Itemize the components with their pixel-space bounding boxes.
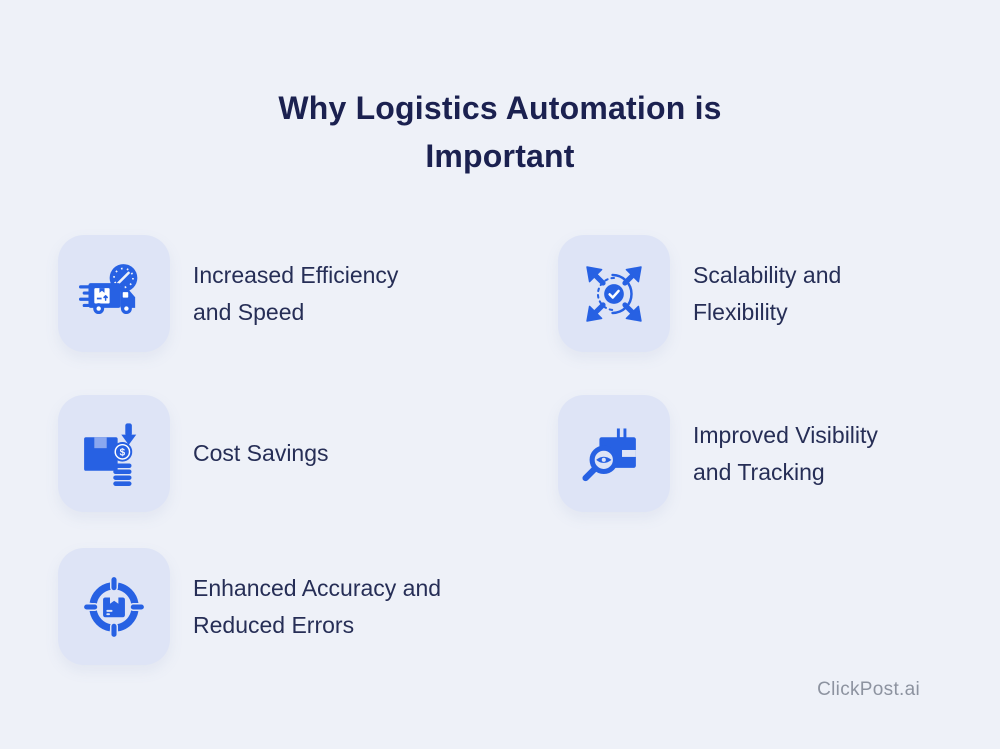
- benefit-label: Cost Savings: [193, 440, 329, 466]
- benefit-label: Increased Efficiency and Speed: [193, 261, 399, 325]
- benefit-item-scalability: Scalability and Flexibility: [558, 235, 841, 352]
- benefit-item-visibility: Improved Visibility and Tracking: [558, 395, 878, 512]
- box-coins-icon: $: [84, 422, 137, 486]
- benefit-label: Enhanced Accuracy and Reduced Errors: [193, 574, 442, 638]
- benefit-item-efficiency: Increased Efficiency and Speed: [58, 235, 398, 352]
- brand-watermark: ClickPost.ai: [817, 679, 920, 700]
- icon-card: $: [58, 395, 170, 512]
- svg-text:$: $: [120, 447, 126, 458]
- benefit-item-accuracy: Enhanced Accuracy and Reduced Errors: [58, 548, 441, 665]
- icon-card: [558, 235, 670, 352]
- benefit-item-cost-savings: $ Cost Savings: [58, 395, 329, 512]
- benefit-label: Improved Visibility and Tracking: [693, 421, 878, 485]
- page-title-line1: Why Logistics Automation is: [278, 90, 722, 126]
- icon-card: [58, 548, 170, 665]
- icon-card: [58, 235, 170, 352]
- truck-speed-icon: [79, 263, 138, 314]
- search-box-icon: [582, 427, 636, 481]
- expand-arrows-icon: [586, 265, 642, 322]
- page-title: Why Logistics Automation is Important: [0, 84, 1000, 180]
- target-box-icon: [82, 575, 146, 638]
- benefit-label: Scalability and Flexibility: [693, 261, 842, 325]
- page-title-line2: Important: [425, 138, 575, 174]
- icon-card: [558, 395, 670, 512]
